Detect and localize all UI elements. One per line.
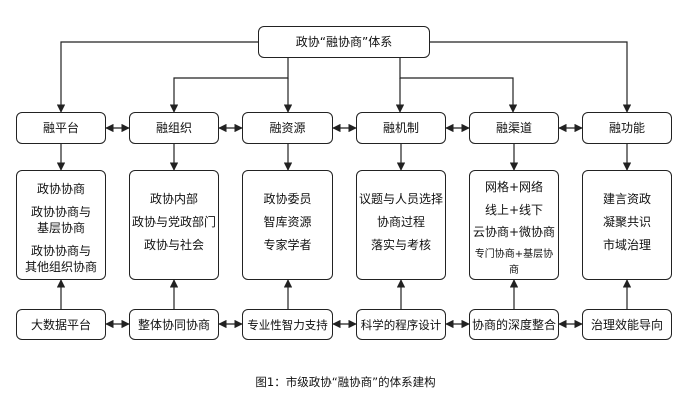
detail-item: 市域治理 [602, 238, 651, 252]
pillar-gongneng: 融功能 [582, 112, 672, 144]
detail-item: 凝聚共识 [602, 215, 651, 229]
detail-jizhi: 议题与人员选择 协商过程 落实与考核 [356, 170, 446, 280]
base-zhengti: 整体协同协商 [129, 309, 219, 340]
detail-item: 政协委员 [263, 192, 312, 206]
detail-item: 政协与党政部门 [131, 215, 216, 229]
detail-item: 专家学者 [263, 238, 312, 252]
detail-item: 落实与考核 [370, 238, 431, 252]
edge-root-gongneng [430, 41, 632, 113]
detail-item: 建言资政 [602, 192, 651, 206]
detail-ziyuan: 政协委员 智库资源 专家学者 [242, 170, 333, 280]
pillar-jizhi: 融机制 [356, 112, 446, 144]
edge-root-zuzhi [169, 58, 289, 113]
edge-root-qudao [399, 58, 518, 113]
detail-item: 政协内部 [149, 192, 198, 206]
edge-root-pingtai [56, 41, 258, 113]
detail-item: 智库资源 [263, 215, 312, 229]
detail-item: 议题与人员选择 [358, 192, 443, 206]
detail-item: 网格+网络 [484, 180, 544, 194]
detail-item: 政协协商与 基层协商 [30, 205, 91, 235]
pillar-ziyuan: 融资源 [242, 112, 333, 144]
base-zhili: 治理效能导向 [582, 309, 672, 340]
base-kexue: 科学的程序设计 [356, 309, 446, 340]
detail-item: 云协商+微协商 [472, 225, 556, 240]
root-node: 政协“融协商”体系 [258, 26, 430, 58]
detail-item: 线上+线下 [484, 202, 544, 217]
pillar-pingtai: 融平台 [16, 112, 106, 144]
detail-item: 政协与社会 [143, 238, 204, 252]
detail-zuzhi: 政协内部 政协与党政部门 政协与社会 [129, 170, 219, 280]
detail-item: 专门协商+基层协商 [474, 249, 554, 277]
base-shendu: 协商的深度整合 [469, 309, 559, 340]
detail-item: 政协协商 [36, 182, 85, 196]
pillar-qudao: 融渠道 [469, 112, 559, 144]
base-dashuju: 大数据平台 [16, 309, 106, 340]
pillar-zuzhi: 融组织 [129, 112, 219, 144]
detail-gongneng: 建言资政 凝聚共识 市域治理 [582, 170, 672, 280]
base-zhuanye: 专业性智力支持 [242, 309, 333, 340]
figure-caption: 图1：市级政协“融协商”的体系建构 [255, 375, 436, 389]
detail-item: 政协协商与 其他组织协商 [24, 244, 97, 274]
detail-pingtai: 政协协商 政协协商与 基层协商 政协协商与 其他组织协商 [16, 170, 106, 280]
detail-item: 协商过程 [376, 215, 425, 229]
detail-qudao: 网格+网络 线上+线下 云协商+微协商 专门协商+基层协商 [469, 170, 559, 280]
